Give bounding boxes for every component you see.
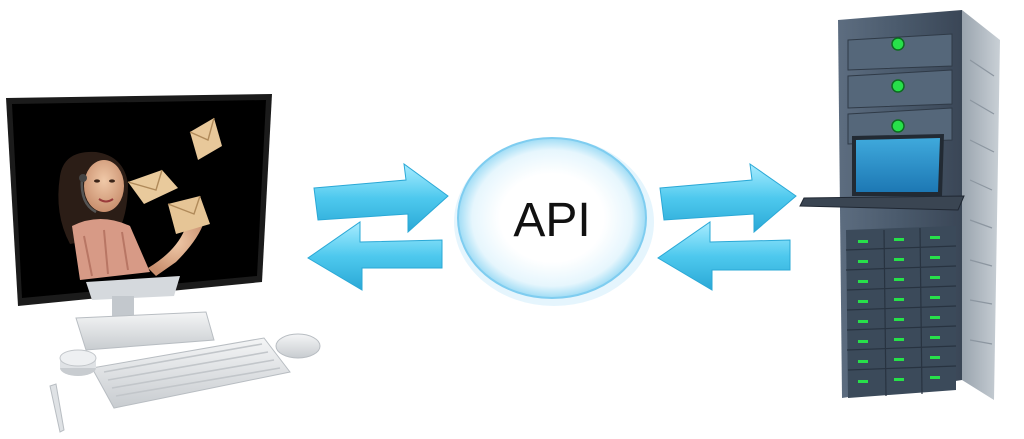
envelope-icon (127, 169, 178, 204)
surface-dial-icon (59, 349, 97, 376)
server-side-panel (962, 10, 1000, 400)
mouse-icon (275, 333, 321, 359)
stylus-pen-icon (49, 383, 65, 433)
envelope-icon (189, 117, 222, 160)
server-drive-bays (845, 226, 957, 398)
server-led-icon (891, 79, 905, 93)
arrow-left-icon (307, 221, 443, 291)
arrow-left-icon (657, 221, 791, 291)
desktop-computer-icon (6, 94, 321, 433)
monitor-stand-base (75, 311, 215, 351)
server-led-icon (891, 119, 905, 133)
api-label: API (513, 194, 590, 247)
server-console-laptop-icon (799, 134, 965, 211)
api-node: API (454, 137, 654, 306)
server-led-icon (891, 37, 905, 51)
envelope-icon (167, 195, 210, 234)
keyboard-icon (91, 337, 291, 409)
arrow-right-icon (313, 162, 449, 234)
monitor-stand-arm (86, 276, 180, 300)
arrow-right-icon (659, 162, 797, 234)
server-rack-icon (799, 10, 1000, 400)
woman-photo-icon (58, 151, 204, 280)
